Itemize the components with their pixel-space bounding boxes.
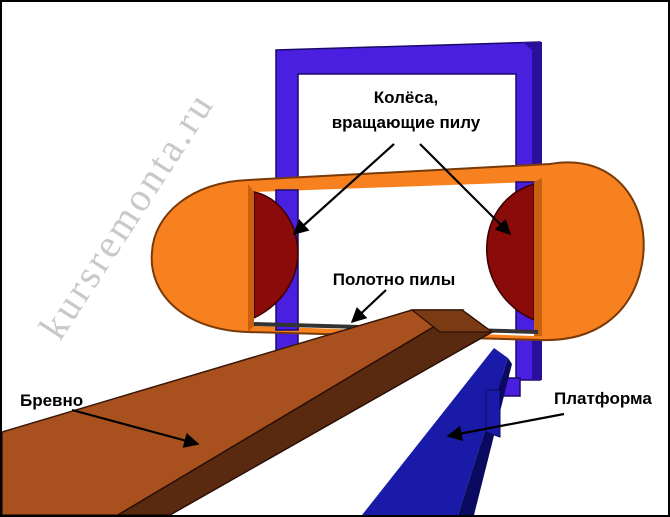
left-wheel <box>253 191 299 320</box>
platform <box>362 348 512 515</box>
right-wheel <box>486 182 535 322</box>
arrow-blade <box>350 289 387 324</box>
label-log: Бревно <box>20 391 83 410</box>
label-wheels-line1: Колёса, <box>374 88 438 107</box>
log <box>2 309 494 515</box>
housing-opening <box>254 182 534 336</box>
housing-left-edge <box>248 184 254 332</box>
arrow-platform <box>446 412 565 441</box>
housing-right-edge <box>534 178 542 336</box>
arrow-left-wheel <box>292 143 395 236</box>
label-platform: Платформа <box>554 389 652 408</box>
label-wheels-line2: вращающие пилу <box>332 113 481 132</box>
arrow-log <box>71 408 200 448</box>
arrow-right-wheel <box>419 143 512 236</box>
label-blade: Полотно пилы <box>333 270 455 289</box>
